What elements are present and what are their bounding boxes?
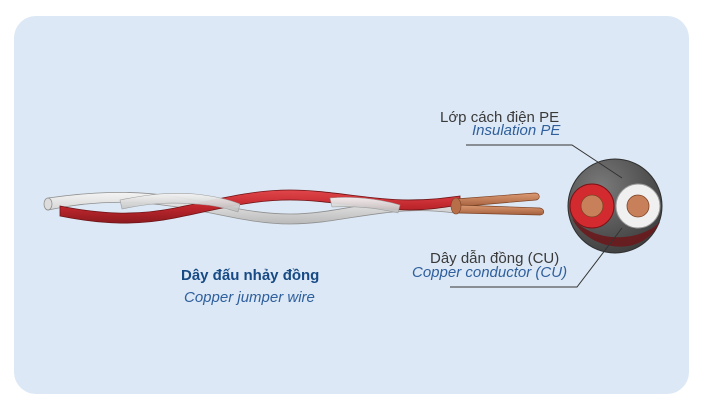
conductor-leader-line (450, 227, 623, 288)
insulation-label-vi: Lớp cách điện PE (440, 109, 560, 126)
conductor-label-en: Copper conductor (CU) (412, 264, 568, 281)
red-strand (59, 189, 461, 224)
wire-end-cap (43, 197, 53, 211)
cable-cross-section (567, 158, 663, 254)
conductor-label-vi: Dây dẫn đồng (CU) (430, 250, 560, 267)
product-title-en: Copper jumper wire (184, 289, 315, 306)
leader-lines (450, 144, 623, 288)
product-title-vi: Dây đấu nhảy đồng (181, 267, 320, 284)
copper-conductors (450, 192, 545, 216)
insulation-leader-line (466, 144, 623, 179)
insulation-label-en: Insulation PE (472, 122, 561, 139)
